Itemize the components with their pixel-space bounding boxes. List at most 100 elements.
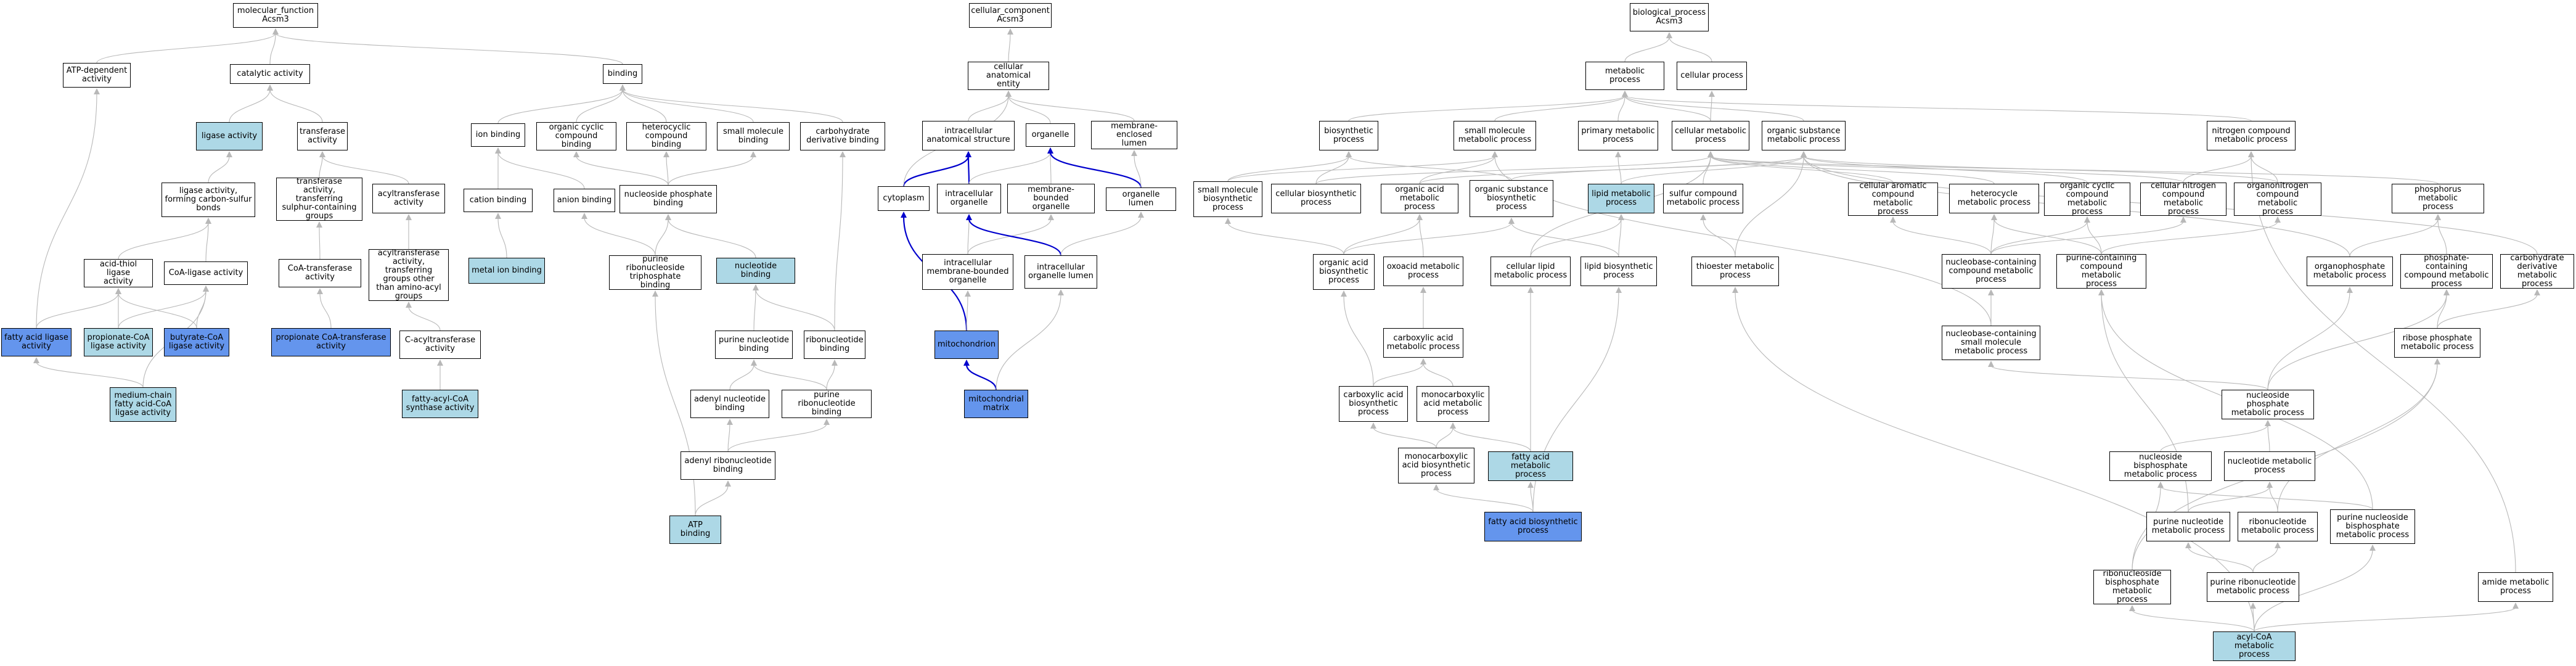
cellular-metabolic-process-node[interactable]: cellular metabolic process	[1672, 121, 1749, 150]
nitrogen-compound-metabolic-process-node[interactable]: nitrogen compound metabolic process	[2207, 121, 2296, 150]
acid-thiol-ligase-node[interactable]: acid-thiol ligase activity	[84, 259, 153, 287]
fatty-acid-biosynthetic-process-node[interactable]: fatty acid biosynthetic process	[1484, 512, 1582, 541]
fatty-acid-ligase-node[interactable]: fatty acid ligase activity	[1, 328, 72, 356]
phosphorus-metabolic-process-node[interactable]: phosphorus metabolic process	[2392, 184, 2484, 213]
cellular-nitrogen-compound-metabolic-process-node[interactable]: cellular nitrogen compound metabolic pro…	[2140, 182, 2226, 216]
lipid-biosynthetic-process-node[interactable]: lipid biosynthetic process	[1580, 257, 1657, 286]
cation-binding-node[interactable]: cation binding	[464, 189, 533, 212]
purine-nucleotide-metabolic-process-node[interactable]: purine nucleotide metabolic process	[2146, 512, 2230, 541]
atp-binding-node[interactable]: ATP binding	[669, 516, 721, 544]
coa-transferase-node[interactable]: CoA-transferase activity	[279, 259, 361, 287]
adenyl-nucleotide-binding-node[interactable]: adenyl nucleotide binding	[690, 390, 769, 418]
cc-root-node[interactable]: cellular_component Acsm3	[969, 3, 1052, 28]
purine-nucleotide-binding-node[interactable]: purine nucleotide binding	[715, 331, 793, 359]
organic-acid-biosynthetic-process-node[interactable]: organic acid biosynthetic process	[1313, 254, 1375, 290]
carbohydrate-derivative-metabolic-process-node[interactable]: carbohydrate derivative metabolic proces…	[2500, 254, 2574, 289]
acyl-coa-metabolic-process-node[interactable]: acyl-CoA metabolic process	[2213, 631, 2296, 661]
sulfur-compound-metabolic-process-node[interactable]: sulfur compound metabolic process	[1663, 184, 1743, 213]
cellular-anatomical-entity-node[interactable]: cellular anatomical entity	[968, 62, 1049, 90]
transferase-activity-node[interactable]: transferase activity	[297, 122, 348, 150]
intracellular-organelle-node[interactable]: intracellular organelle	[937, 184, 1001, 213]
intracellular-anatomical-structure-node[interactable]: intracellular anatomical structure	[922, 121, 1015, 150]
phosphate-containing-compound-metabolic-process-node[interactable]: phosphate-containing compound metabolic …	[2400, 254, 2493, 289]
small-molecule-metabolic-process-node[interactable]: small molecule metabolic process	[1454, 121, 1536, 150]
monocarboxylic-acid-biosynthetic-process-node[interactable]: monocarboxylic acid biosynthetic process	[1398, 448, 1474, 483]
adenyl-ribonucleotide-binding-node[interactable]: adenyl ribonucleotide binding	[681, 451, 775, 480]
cellular-aromatic-compound-metabolic-process-node[interactable]: cellular aromatic compound metabolic pro…	[1848, 182, 1938, 216]
organic-substance-metabolic-process-node[interactable]: organic substance metabolic process	[1762, 121, 1846, 150]
nucleobase-containing-small-molecule-metabolic-process-node[interactable]: nucleobase-containing small molecule met…	[1942, 326, 2040, 360]
nucleotide-binding-node[interactable]: nucleotide binding	[716, 258, 795, 284]
oxoacid-metabolic-process-node[interactable]: oxoacid metabolic process	[1383, 257, 1463, 286]
purine-nucleoside-bisphosphate-metabolic-process-node[interactable]: purine nucleoside bisphosphate metabolic…	[2330, 509, 2415, 544]
primary-metabolic-process-node[interactable]: primary metabolic process	[1578, 121, 1658, 150]
nucleoside-phosphate-metabolic-process-node[interactable]: nucleoside phosphate metabolic process	[2222, 390, 2314, 419]
propionate-coa-ligase-node[interactable]: propionate-CoA ligase activity	[84, 328, 153, 356]
coa-ligase-node[interactable]: CoA-ligase activity	[164, 261, 248, 285]
purine-containing-compound-metabolic-process-node[interactable]: purine-containing compound metabolic pro…	[2056, 254, 2146, 289]
nucleotide-metabolic-process-node[interactable]: nucleotide metabolic process	[2224, 451, 2315, 481]
purine-ribonucleotide-binding-node[interactable]: purine ribonucleotide binding	[782, 390, 872, 418]
organic-cyclic-compound-binding-node[interactable]: organic cyclic compound binding	[536, 122, 616, 150]
atp-dependent-activity-node[interactable]: ATP-dependent activity	[63, 63, 131, 88]
ribonucleotide-metabolic-process-node[interactable]: ribonucleotide metabolic process	[2238, 512, 2318, 541]
organelle-lumen-node[interactable]: organelle lumen	[1106, 187, 1176, 211]
ligase-activity-node[interactable]: ligase activity	[196, 122, 263, 150]
carboxylic-acid-biosynthetic-process-node[interactable]: carboxylic acid biosynthetic process	[1339, 386, 1408, 422]
edge-small_molecule_biosynthetic_process-to-biosynthetic_process	[1227, 155, 1349, 182]
carboxylic-acid-metabolic-process-node[interactable]: carboxylic acid metabolic process	[1383, 328, 1463, 358]
purine-ribonucleoside-triphosphate-binding-node[interactable]: purine ribonucleoside triphosphate bindi…	[609, 255, 701, 290]
metabolic-process-node[interactable]: metabolic process	[1585, 62, 1664, 90]
nucleoside-bisphosphate-metabolic-process-node[interactable]: nucleoside bisphosphate metabolic proces…	[2109, 451, 2212, 481]
binding-node[interactable]: binding	[603, 64, 642, 84]
heterocycle-metabolic-process-node[interactable]: heterocycle metabolic process	[1949, 184, 2039, 213]
small-molecule-binding-node[interactable]: small molecule binding	[717, 122, 790, 150]
nucleobase-containing-compound-metabolic-process-node[interactable]: nucleobase-containing compound metabolic…	[1942, 254, 2040, 289]
acyltransferase-activity-node[interactable]: acyltransferase activity	[372, 184, 445, 213]
mitochondrial-matrix-node[interactable]: mitochondrial matrix	[964, 390, 1028, 418]
lipid-metabolic-process-node[interactable]: lipid metabolic process	[1588, 184, 1654, 213]
ribonucleotide-binding-node[interactable]: ribonucleotide binding	[804, 331, 865, 359]
ligase-cs-bonds-node[interactable]: ligase activity, forming carbon-sulfur b…	[162, 183, 255, 217]
ribonucleoside-bisphosphate-metabolic-process-node[interactable]: ribonucleoside bisphosphate metabolic pr…	[2093, 570, 2171, 604]
butyrate-coa-ligase-node[interactable]: butyrate-CoA ligase activity	[164, 328, 229, 356]
metal-ion-binding-node[interactable]: metal ion binding	[468, 258, 545, 284]
biosynthetic-process-node[interactable]: biosynthetic process	[1319, 121, 1378, 150]
organic-acid-metabolic-process-node[interactable]: organic acid metabolic process	[1381, 184, 1458, 213]
heterocyclic-compound-binding-node[interactable]: heterocyclic compound binding	[626, 122, 706, 150]
organic-substance-biosynthetic-process-node[interactable]: organic substance biosynthetic process	[1470, 180, 1553, 217]
catalytic-activity-node[interactable]: catalytic activity	[230, 64, 310, 84]
organelle-node[interactable]: organelle	[1026, 123, 1075, 147]
anion-binding-node[interactable]: anion binding	[554, 189, 615, 212]
ribose-phosphate-metabolic-process-node[interactable]: ribose phosphate metabolic process	[2394, 328, 2480, 358]
cellular-process-node[interactable]: cellular process	[1677, 62, 1747, 90]
organonitrogen-compound-metabolic-process-node[interactable]: organonitrogen compound metabolic proces…	[2234, 182, 2321, 216]
transferase-sulphur-node[interactable]: transferase activity, transferring sulph…	[276, 178, 362, 221]
purine-ribonucleotide-metabolic-process-node[interactable]: purine ribonucleotide metabolic process	[2207, 572, 2299, 602]
organophosphate-metabolic-process-node[interactable]: organophosphate metabolic process	[2307, 257, 2393, 286]
organic-cyclic-compound-metabolic-process-node[interactable]: organic cyclic compound metabolic proces…	[2044, 182, 2130, 216]
thioester-metabolic-process-node[interactable]: thioester metabolic process	[1691, 257, 1779, 286]
membrane-bounded-organelle-node[interactable]: membrane-bounded organelle	[1007, 184, 1095, 213]
intracellular-organelle-lumen-node[interactable]: intracellular organelle lumen	[1024, 255, 1097, 289]
c-acyltransferase-node[interactable]: C-acyltransferase activity	[399, 331, 481, 359]
membrane-enclosed-lumen-node[interactable]: membrane-enclosed lumen	[1091, 121, 1177, 149]
mitochondrion-node[interactable]: mitochondrion	[934, 331, 999, 359]
acyltransferase-other-node[interactable]: acyltransferase activity, transferring g…	[369, 249, 449, 301]
mf-root-node[interactable]: molecular_function Acsm3	[233, 3, 318, 28]
propionate-coa-transferase-node[interactable]: propionate CoA-transferase activity	[271, 328, 391, 356]
fatty-acid-metabolic-process-node[interactable]: fatty acid metabolic process	[1488, 451, 1573, 481]
cytoplasm-node[interactable]: cytoplasm	[878, 186, 930, 211]
fatty-acyl-coa-synthase-node[interactable]: fatty-acyl-CoA synthase activity	[402, 390, 478, 418]
intracellular-membrane-bounded-organelle-node[interactable]: intracellular membrane-bounded organelle	[922, 254, 1013, 290]
nucleoside-phosphate-binding-node[interactable]: nucleoside phosphate binding	[619, 185, 717, 213]
carbohydrate-derivative-binding-node[interactable]: carbohydrate derivative binding	[800, 122, 885, 150]
bp-root-node[interactable]: biological_process Acsm3	[1630, 3, 1709, 31]
small-molecule-biosynthetic-process-node[interactable]: small molecule biosynthetic process	[1193, 181, 1262, 217]
cellular-lipid-metabolic-process-node[interactable]: cellular lipid metabolic process	[1490, 257, 1571, 286]
ion-binding-node[interactable]: ion binding	[471, 123, 525, 147]
monocarboxylic-acid-metabolic-process-node[interactable]: monocarboxylic acid metabolic process	[1417, 386, 1489, 422]
amide-metabolic-process-node[interactable]: amide metabolic process	[2478, 572, 2553, 602]
cellular-biosynthetic-process-node[interactable]: cellular biosynthetic process	[1271, 184, 1361, 213]
medium-chain-ligase-node[interactable]: medium-chain fatty acid-CoA ligase activ…	[110, 387, 176, 422]
